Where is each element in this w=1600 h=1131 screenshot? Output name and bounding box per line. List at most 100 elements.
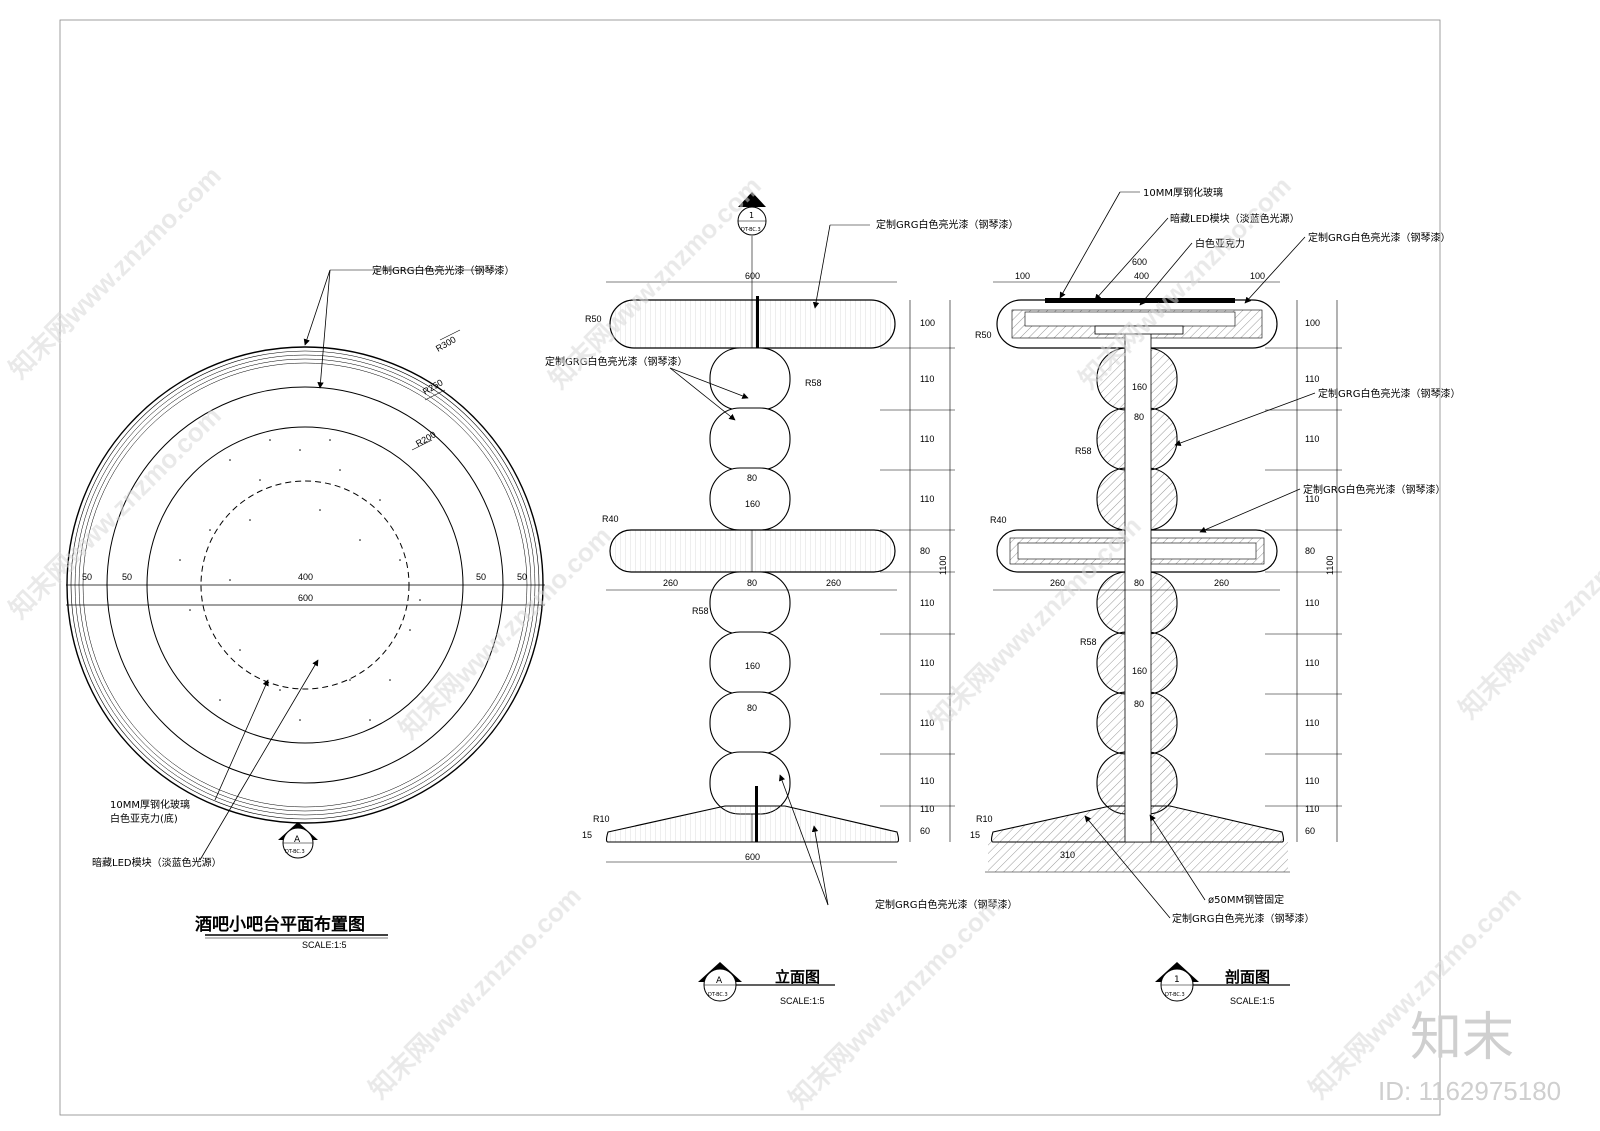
section-cut-marker: [737, 192, 767, 236]
section-right-dim: 110: [1305, 494, 1319, 504]
section-callout-pipe: ø50MM钢管固定: [1208, 893, 1284, 906]
watermark-text: 知末网www.znzmo.com: [3, 160, 227, 384]
section-view: [985, 191, 1342, 919]
section-dim: 160: [1132, 382, 1147, 392]
section-dim: R40: [990, 515, 1007, 525]
section-right-dim: 110: [1305, 598, 1319, 608]
section-scale: SCALE:1:5: [1230, 996, 1275, 1006]
plan-view-symbol: [278, 822, 318, 859]
elevation-right-dim: 110: [920, 598, 934, 608]
section-dim: R58: [1080, 637, 1097, 647]
elevation-dim: 80: [747, 703, 757, 713]
elevation-symbol-ref: DT-BC.3: [708, 992, 728, 998]
plan-dim: 400: [298, 572, 313, 582]
elevation-dim: R10: [593, 814, 610, 824]
section-dim: 400: [1134, 271, 1149, 281]
section-callout-grg: 定制GRG白色亮光漆（钢琴漆）: [1308, 231, 1450, 244]
elevation-right-dim: 110: [920, 494, 934, 504]
elevation-symbol-letter: A: [716, 976, 723, 986]
plan-radius-label: R300: [434, 334, 458, 353]
plan-callout-glass: 10MM厚钢化玻璃: [110, 798, 190, 811]
watermark-text: 知末网www.znzmo.com: [393, 520, 617, 744]
section-callout-grg: 定制GRG白色亮光漆（钢琴漆）: [1172, 912, 1314, 925]
section-dim: R50: [975, 330, 992, 340]
section-symbol-letter: 1: [1174, 975, 1180, 985]
plan-callout-acrylic: 白色亚克力(底): [110, 812, 178, 825]
section-right-dim: 110: [1305, 718, 1319, 728]
section-dim: R10: [976, 814, 993, 824]
elevation-dim: 600: [745, 852, 760, 862]
elevation-dim: 600: [745, 271, 760, 281]
elevation-dim: 80: [747, 473, 757, 483]
glass-stipple: [179, 439, 421, 721]
section-title: 剖面图: [1225, 968, 1270, 986]
elevation-dim: R40: [602, 514, 619, 524]
section-callout-acrylic: 白色亚克力: [1195, 237, 1245, 250]
elevation-total-dim: 1100: [938, 556, 948, 575]
elevation-view: [605, 224, 955, 906]
elevation-right-dim: 110: [920, 776, 934, 786]
elevation-dim: R58: [805, 378, 822, 388]
section-total-dim: 1100: [1325, 556, 1335, 575]
elevation-right-dim: 110: [920, 804, 934, 814]
elevation-title: 立面图: [775, 968, 820, 986]
section-dim: 15: [970, 830, 980, 840]
section-callout-led: 暗藏LED模块（淡蓝色光源）: [1170, 212, 1300, 225]
elevation-dim: 80: [747, 578, 757, 588]
watermark-text: 知末网www.znzmo.com: [363, 880, 587, 1104]
plan-dim: 50: [517, 572, 527, 582]
elevation-callout-top: 定制GRG白色亮光漆（钢琴漆）: [876, 218, 1018, 231]
brand-watermark: 知末: [1410, 1008, 1514, 1068]
section-dim: R58: [1075, 446, 1092, 456]
section-callout-grg: 定制GRG白色亮光漆（钢琴漆）: [1303, 483, 1445, 496]
section-marker-ref: DT-BC.3: [741, 227, 761, 233]
elevation-callout-left: 定制GRG白色亮光漆（钢琴漆）: [545, 355, 687, 368]
section-dim: 80: [1134, 578, 1144, 588]
section-symbol-ref: DT-BC.3: [1165, 992, 1185, 998]
section-dim: 260: [1214, 578, 1229, 588]
section-right-dim: 110: [1305, 804, 1319, 814]
section-right-dim: 60: [1305, 826, 1315, 836]
section-dim: 80: [1134, 412, 1144, 422]
elevation-view-symbol: [698, 962, 835, 1002]
elevation-dim: 160: [745, 661, 760, 671]
elevation-right-dim: 100: [920, 318, 935, 328]
plan-dim: 50: [476, 572, 486, 582]
section-dim: 160: [1132, 666, 1147, 676]
elevation-right-dim: 110: [920, 434, 934, 444]
plan-symbol-letter: A: [294, 835, 301, 845]
elevation-right-dim: 60: [920, 826, 930, 836]
plan-view: [66, 269, 545, 861]
plan-dim: 600: [298, 593, 313, 603]
plan-callout-led: 暗藏LED模块（淡蓝色光源）: [92, 856, 222, 869]
section-right-dim: 110: [1305, 658, 1319, 668]
elevation-dim: 260: [826, 578, 841, 588]
id-watermark: ID: 1162975180: [1378, 1076, 1561, 1106]
watermark-text: 知末网www.znzmo.com: [3, 400, 227, 624]
section-dim: 100: [1250, 271, 1265, 281]
watermark-text: 知末网www.znzmo.com: [1453, 500, 1600, 724]
section-right-dim: 110: [1305, 374, 1319, 384]
section-dim: 260: [1050, 578, 1065, 588]
elevation-dim: 260: [663, 578, 678, 588]
section-right-dim: 80: [1305, 546, 1315, 556]
elevation-right-dim: 110: [920, 374, 934, 384]
section-dim: 80: [1134, 699, 1144, 709]
plan-radius-label: R200: [414, 429, 438, 448]
elevation-right-dim: 80: [920, 546, 930, 556]
section-callout-glass: 10MM厚钢化玻璃: [1143, 186, 1223, 199]
elevation-right-dim: 110: [920, 658, 934, 668]
plan-symbol-ref: DT-BC.3: [285, 849, 305, 855]
section-marker-letter: 1: [749, 211, 754, 220]
watermark-text: 知末网www.znzmo.com: [1303, 880, 1527, 1104]
elevation-dim: 15: [582, 830, 592, 840]
section-dim: 310: [1060, 850, 1075, 860]
section-dim: 600: [1132, 257, 1147, 267]
elevation-dim: R50: [585, 314, 602, 324]
section-view-symbol: [1155, 962, 1290, 1002]
plan-title: 酒吧小吧台平面布置图: [195, 914, 365, 935]
plan-dim: 50: [122, 572, 132, 582]
elevation-callout-bottom: 定制GRG白色亮光漆（钢琴漆）: [875, 898, 1017, 911]
section-right-dim: 110: [1305, 434, 1319, 444]
